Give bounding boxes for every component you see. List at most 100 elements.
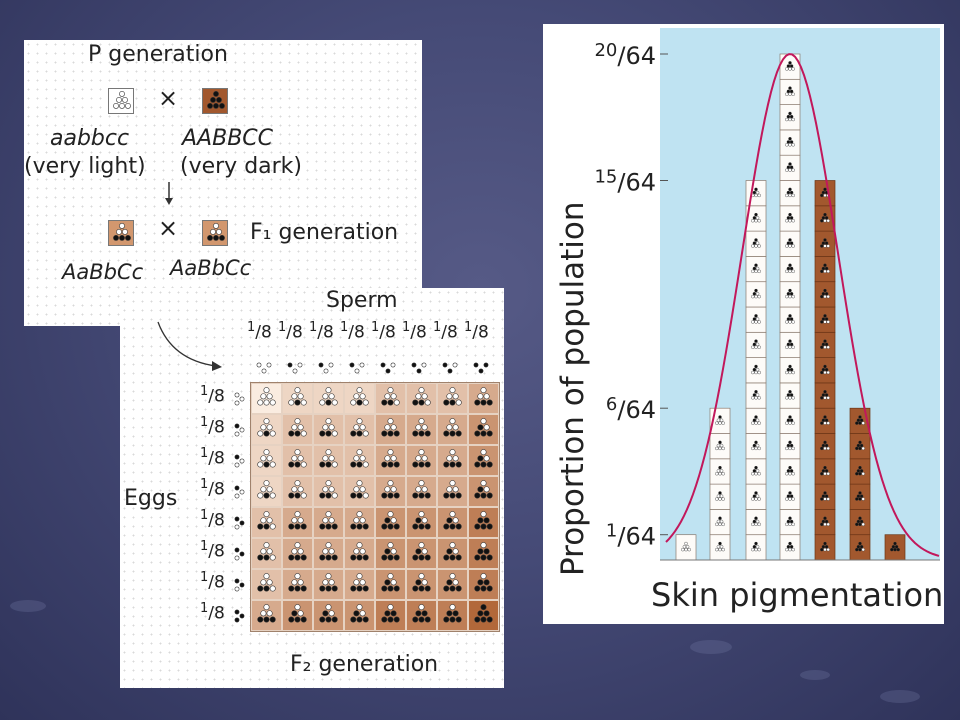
egg-fraction: 1/8 bbox=[200, 570, 225, 593]
punnett-cell bbox=[282, 569, 313, 600]
bar bbox=[884, 534, 906, 561]
gamete-icon bbox=[234, 454, 245, 468]
egg-fraction: 1/8 bbox=[200, 415, 225, 438]
punnett-cell bbox=[437, 414, 468, 445]
punnett-cell bbox=[406, 600, 437, 631]
punnett-cell bbox=[282, 476, 313, 507]
f1-box-left bbox=[108, 220, 134, 246]
allele-dots-icon bbox=[381, 449, 400, 468]
curved-arrow-icon bbox=[157, 321, 222, 371]
allele-dots-icon bbox=[474, 542, 493, 561]
punnett-cell bbox=[468, 507, 499, 538]
allele-dots-icon bbox=[474, 511, 493, 530]
sperm-fraction: 1/8 bbox=[371, 320, 396, 343]
punnett-cell bbox=[282, 414, 313, 445]
punnett-cell bbox=[406, 414, 437, 445]
punnett-cell bbox=[437, 507, 468, 538]
allele-dots-icon bbox=[443, 511, 462, 530]
gamete-icon bbox=[349, 362, 365, 374]
background-bubble bbox=[10, 600, 46, 612]
punnett-cell bbox=[375, 600, 406, 631]
punnett-cell bbox=[468, 600, 499, 631]
punnett-cell bbox=[437, 600, 468, 631]
sperm-gamete bbox=[349, 360, 365, 374]
bar bbox=[675, 534, 697, 561]
down-arrow-icon bbox=[165, 182, 173, 205]
allele-dots-icon bbox=[257, 511, 276, 530]
allele-dots-icon bbox=[443, 604, 462, 623]
allele-dots-icon bbox=[350, 542, 369, 561]
gamete-icon bbox=[234, 392, 245, 406]
allele-dots-icon bbox=[381, 542, 400, 561]
light-parent-box bbox=[108, 88, 134, 114]
cross-symbol: × bbox=[158, 214, 179, 242]
f1-genotype-left: AaBbCc bbox=[62, 260, 144, 284]
sperm-gamete bbox=[256, 360, 272, 374]
dark-parent-box bbox=[202, 88, 228, 114]
sperm-fraction: 1/8 bbox=[247, 320, 272, 343]
allele-dots-icon bbox=[350, 449, 369, 468]
allele-dots-icon bbox=[257, 604, 276, 623]
y-tick-label: 15/64 bbox=[594, 167, 656, 197]
allele-dots-icon bbox=[350, 387, 369, 406]
allele-dots-icon bbox=[443, 387, 462, 406]
gamete-icon bbox=[256, 362, 272, 374]
allele-dots-icon bbox=[350, 418, 369, 437]
sperm-fraction: 1/8 bbox=[464, 320, 489, 343]
bar bbox=[709, 407, 731, 561]
gamete-icon bbox=[234, 423, 245, 437]
punnett-cell bbox=[468, 538, 499, 569]
egg-gamete bbox=[232, 546, 248, 561]
allele-dots-icon bbox=[381, 480, 400, 499]
sperm-fraction: 1/8 bbox=[278, 320, 303, 343]
cross-symbol: × bbox=[158, 84, 179, 112]
bar bbox=[849, 407, 871, 561]
allele-dots-icon bbox=[350, 480, 369, 499]
allele-dots-icon bbox=[381, 604, 400, 623]
punnett-cell bbox=[344, 445, 375, 476]
punnett-cell bbox=[344, 383, 375, 414]
punnett-cell bbox=[468, 569, 499, 600]
gamete-icon bbox=[234, 578, 245, 592]
sperm-fraction: 1/8 bbox=[402, 320, 427, 343]
punnett-cell bbox=[375, 445, 406, 476]
allele-dots-icon bbox=[288, 418, 307, 437]
allele-dots-icon bbox=[443, 418, 462, 437]
allele-dots-icon bbox=[474, 604, 493, 623]
punnett-cell bbox=[282, 445, 313, 476]
egg-fraction: 1/8 bbox=[200, 446, 225, 469]
allele-dots-icon bbox=[288, 387, 307, 406]
punnett-cell bbox=[251, 569, 282, 600]
punnett-cell bbox=[406, 383, 437, 414]
y-tick-label: 20/64 bbox=[594, 40, 656, 70]
punnett-cell bbox=[344, 538, 375, 569]
allele-dots-icon bbox=[412, 449, 431, 468]
allele-dots-icon bbox=[113, 223, 131, 241]
p-generation-label: P generation bbox=[88, 42, 228, 67]
egg-gamete bbox=[232, 484, 248, 499]
allele-dots-icon bbox=[288, 511, 307, 530]
f1-box-right bbox=[202, 220, 228, 246]
egg-gamete bbox=[232, 515, 248, 530]
allele-dots-icon bbox=[288, 573, 307, 592]
punnett-cell bbox=[251, 383, 282, 414]
allele-dots-icon bbox=[257, 573, 276, 592]
sperm-gamete bbox=[473, 360, 489, 374]
allele-dots-icon bbox=[288, 449, 307, 468]
punnett-cell bbox=[437, 476, 468, 507]
allele-dots-icon bbox=[113, 91, 131, 109]
punnett-cell bbox=[437, 445, 468, 476]
gamete-icon bbox=[234, 609, 245, 623]
allele-dots-icon bbox=[319, 604, 338, 623]
bar bbox=[745, 180, 767, 561]
punnett-cell bbox=[313, 476, 344, 507]
allele-dots-icon bbox=[319, 418, 338, 437]
allele-dots-icon bbox=[288, 604, 307, 623]
allele-dots-icon bbox=[443, 480, 462, 499]
egg-gamete bbox=[232, 577, 248, 592]
egg-fraction: 1/8 bbox=[200, 477, 225, 500]
egg-gamete bbox=[232, 391, 248, 406]
allele-dots-icon bbox=[350, 573, 369, 592]
allele-dots-icon bbox=[412, 418, 431, 437]
allele-dots-icon bbox=[412, 511, 431, 530]
